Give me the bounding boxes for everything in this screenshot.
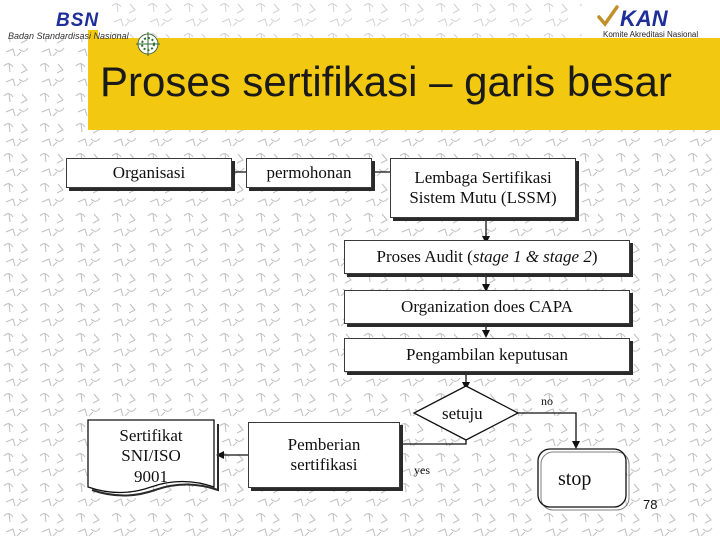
certificate-shape — [87, 419, 215, 494]
capa-label: Organization does CAPA — [401, 297, 573, 317]
bsn-caption: Badan Standardisasi Nasional — [8, 31, 129, 41]
audit-label: Proses Audit (stage 1 & stage 2) — [376, 247, 598, 267]
lssm-box: Lembaga Sertifikasi Sistem Mutu (LSSM) — [390, 158, 576, 218]
title-banner-fill — [88, 38, 720, 130]
keputusan-label: Pengambilan keputusan — [406, 345, 568, 365]
sertifikat-label-line2: SNI/ISO — [121, 446, 181, 466]
pemberian-label-line1: Pemberian — [287, 435, 361, 455]
lssm-label-line1: Lembaga Sertifikasi — [414, 168, 552, 188]
kan-logo: KAN — [620, 6, 668, 31]
audit-box: Proses Audit (stage 1 & stage 2) — [344, 240, 630, 274]
sertifikat-label-line1: Sertifikat — [119, 426, 183, 445]
sertifikat-label-line3: 9001 — [134, 466, 168, 486]
organisasi-label: Organisasi — [112, 163, 186, 183]
permohonan-box: permohonan — [246, 158, 372, 188]
page-title: Proses sertifikasi – garis besar — [100, 58, 672, 105]
organisasi-box: Organisasi — [66, 158, 232, 188]
kan-caption: Komite Akreditasi Nasional — [603, 30, 699, 39]
yes-label: yes — [414, 463, 430, 477]
page-number: 78 — [643, 497, 658, 512]
pemberian-label-line2: sertifikasi — [290, 455, 358, 474]
permohonan-label: permohonan — [266, 163, 352, 183]
bsn-logo: BSN — [56, 10, 100, 31]
setuju-label: setuju — [442, 404, 483, 423]
keputusan-box: Pengambilan keputusan — [344, 338, 630, 372]
no-label: no — [541, 394, 553, 408]
sertifikat-label: Sertifikat SNI/ISO 9001 — [88, 426, 214, 487]
decision-diamond — [412, 385, 520, 441]
pemberian-box: Pemberian sertifikasi — [248, 422, 400, 488]
kan-check-icon — [597, 5, 619, 27]
lssm-label-line2: Sistem Mutu (LSSM) — [409, 188, 557, 207]
capa-box: Organization does CAPA — [344, 290, 630, 324]
stop-label: stop — [558, 468, 592, 490]
